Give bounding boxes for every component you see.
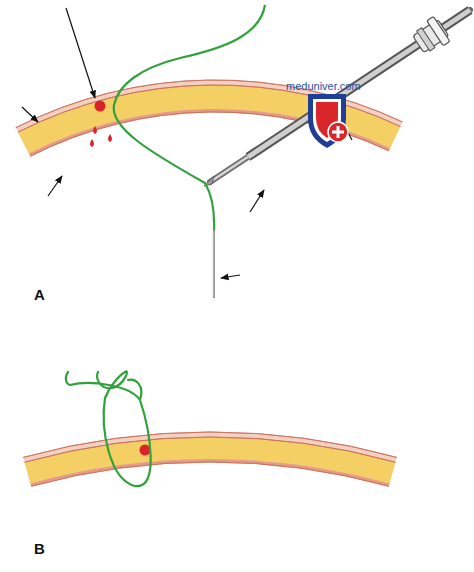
bleeding-point <box>95 101 106 112</box>
bleeding-point <box>140 445 151 456</box>
panel-letter: A <box>34 286 45 303</box>
vessel-wall <box>23 432 396 486</box>
leader-arrow <box>22 8 352 278</box>
watermark-shield <box>308 94 348 148</box>
suture-thread <box>114 5 265 232</box>
panel-letter: B <box>34 540 45 557</box>
vessel-wall <box>16 80 403 156</box>
suture-knot <box>70 371 151 486</box>
needle <box>213 230 215 298</box>
blood-drop <box>90 139 94 147</box>
blood-drop <box>108 134 112 142</box>
blood-drop <box>93 126 97 134</box>
watermark: meduniver.com <box>286 80 361 92</box>
